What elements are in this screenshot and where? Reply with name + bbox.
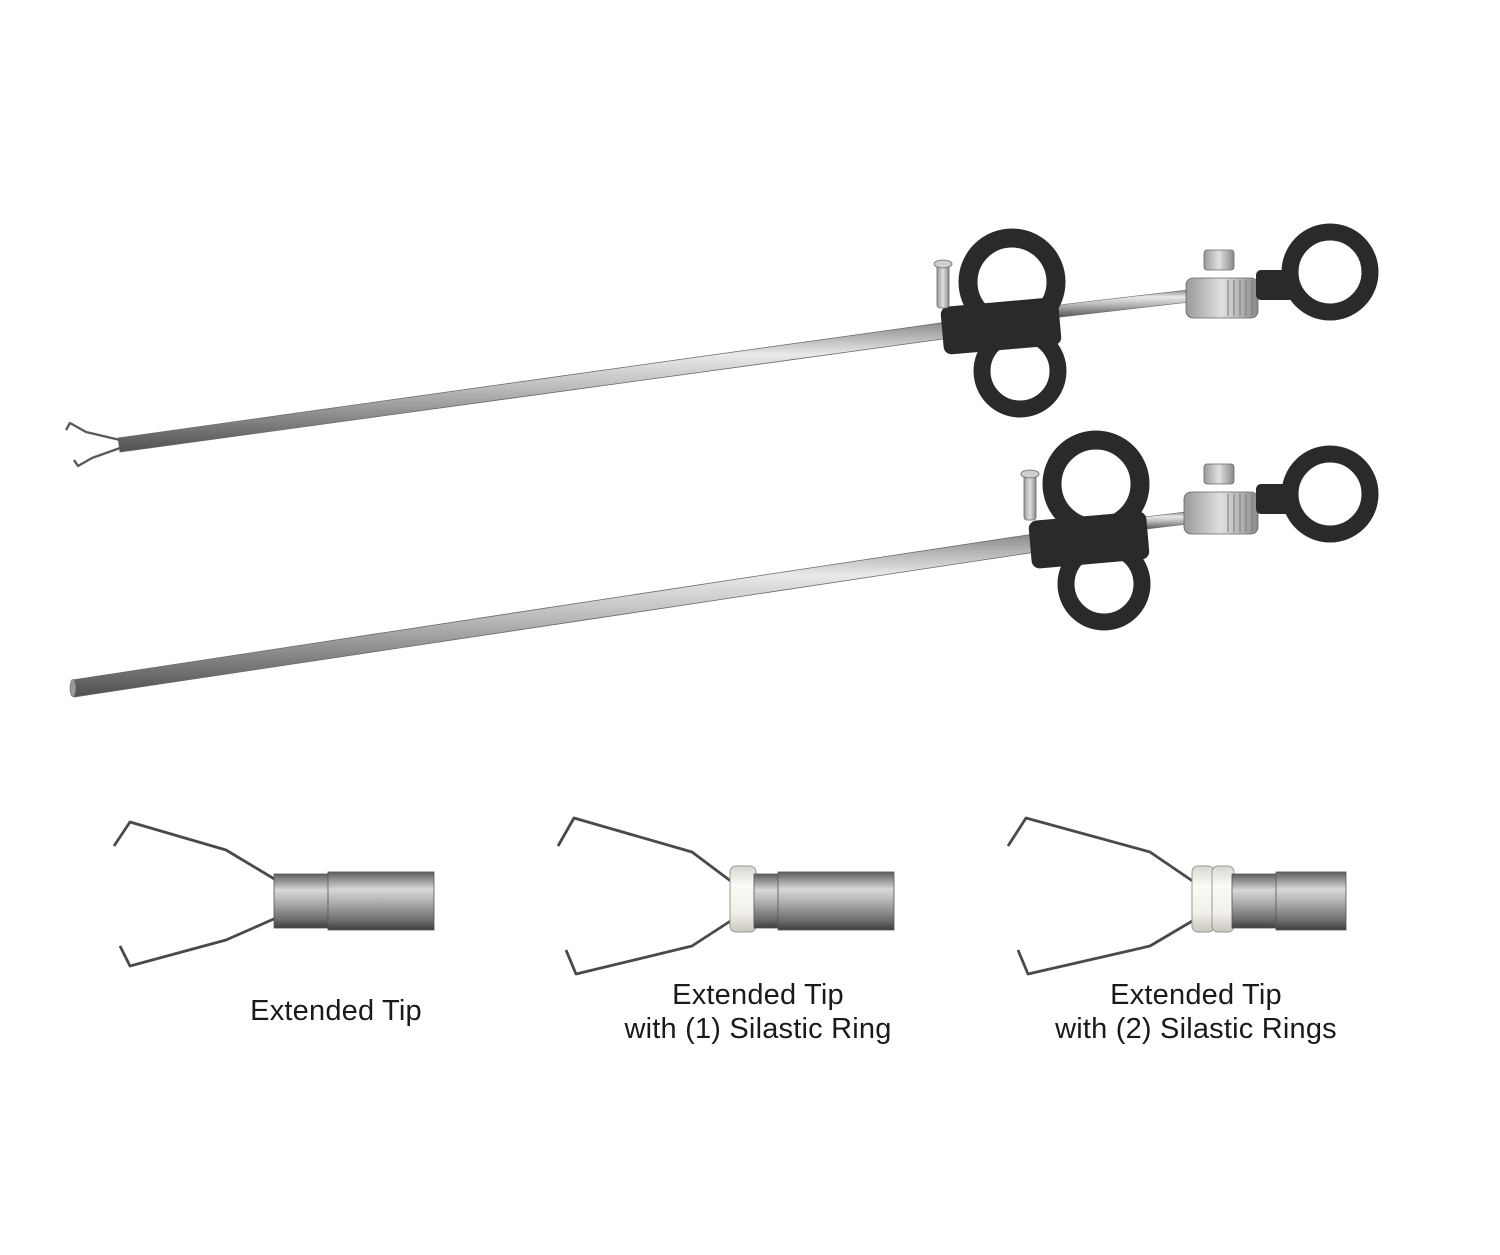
detail-1-tube [327,871,435,931]
detail-2-tube [777,871,895,931]
instrument-1-locking-pin [933,259,953,309]
detail-1-lower-jaw [118,916,277,968]
detail-2-tube-narrow [753,873,781,929]
detail-3-silastic-ring-2 [1211,865,1235,933]
detail-two-silastic-rings [1006,816,1347,976]
instrument-2 [69,430,1379,698]
instrument-1-rear-rod [1049,289,1191,319]
detail-1-tube-narrow [273,873,331,929]
detail-extended-tip [112,820,435,968]
instrument-1-rear-finger-ring [1256,223,1379,321]
instrument-1 [64,223,1379,468]
instrument-2-rear-finger-ring [1256,445,1379,543]
caption-2-line-2: with (1) Silastic Ring [624,1013,892,1045]
caption-1-line-1: Extended Tip [250,995,422,1027]
detail-3-tube [1275,871,1347,931]
detail-2-lower-jaw [564,918,733,976]
instrument-1-grasper-tip [64,421,121,468]
caption-extended-tip: Extended Tip [186,994,486,1028]
detail-one-silastic-ring [556,816,895,976]
caption-extended-tip-one-ring: Extended Tip with (1) Silastic Ring [588,978,928,1046]
detail-2-upper-jaw [556,816,733,884]
instrument-1-shaft [117,321,951,453]
instrument-2-handle [1028,430,1151,631]
instrument-2-locking-pin [1020,469,1040,521]
caption-extended-tip-two-rings: Extended Tip with (2) Silastic Rings [1016,978,1376,1046]
instrument-1-rotation-knob [1185,249,1259,319]
caption-2-line-1: Extended Tip [672,979,844,1011]
instrument-1-handle [940,228,1067,418]
caption-3-line-1: Extended Tip [1110,979,1282,1011]
instrument-2-rotation-knob [1183,463,1259,535]
detail-3-upper-jaw [1006,816,1195,884]
detail-1-upper-jaw [112,820,277,882]
caption-3-line-2: with (2) Silastic Rings [1055,1013,1337,1045]
detail-3-silastic-ring-1 [1191,865,1215,933]
detail-2-silastic-ring [729,865,757,933]
detail-3-tube-narrow [1231,873,1279,929]
detail-3-lower-jaw [1016,918,1195,976]
instrument-2-shaft [71,533,1037,698]
